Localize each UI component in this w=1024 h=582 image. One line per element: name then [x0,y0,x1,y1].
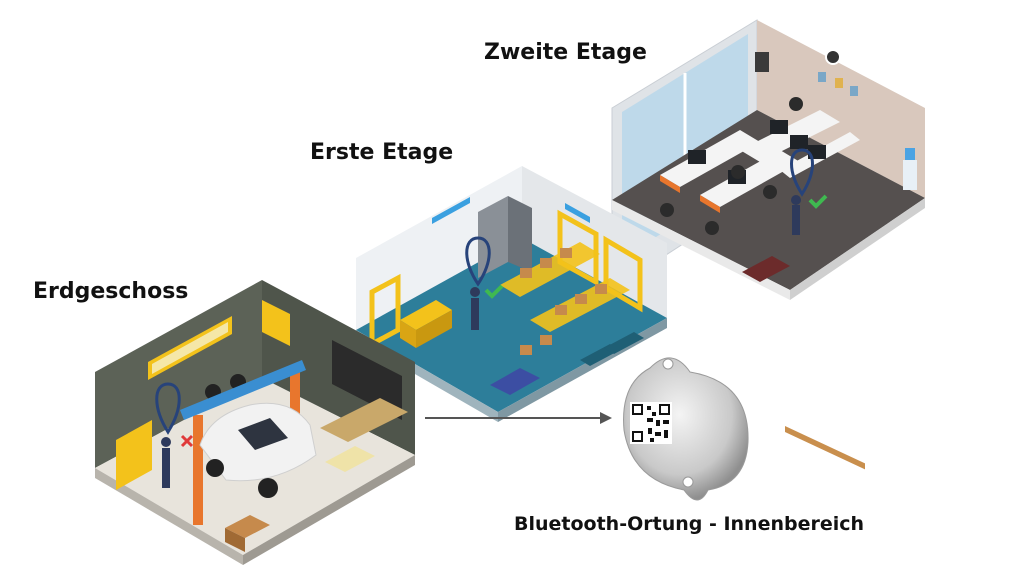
bluetooth-tag-device [623,357,749,501]
warehouse-room [356,166,667,422]
office-room [611,19,925,470]
label-first-floor: Erste Etage [310,140,454,165]
pointer-arrow [425,412,612,424]
label-second-floor: Zweite Etage [484,40,647,65]
label-ground-floor: Erdgeschoss [33,279,189,304]
device-caption: Bluetooth-Ortung - Innenbereich [514,513,865,535]
garage-room [95,280,415,565]
qr-code-icon [630,402,672,444]
